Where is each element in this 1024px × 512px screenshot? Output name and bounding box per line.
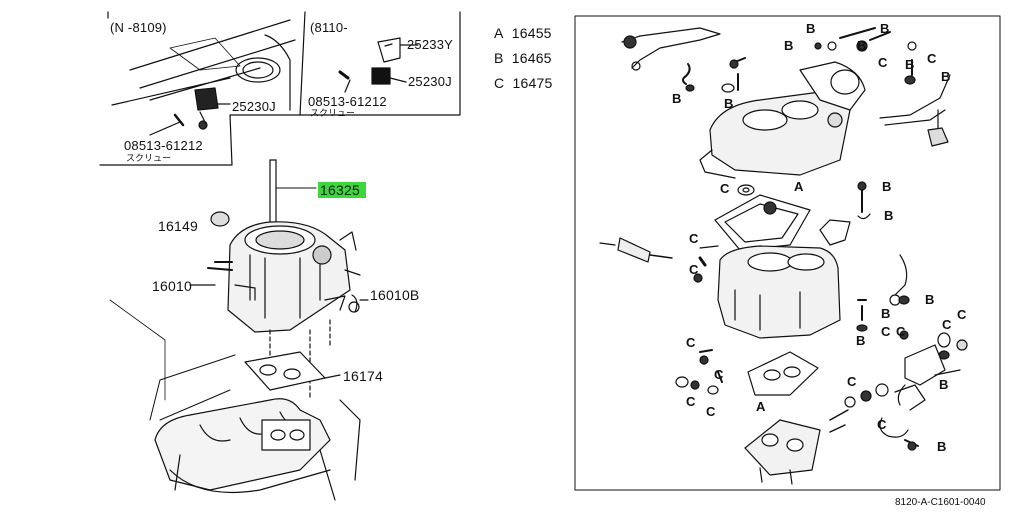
inset-left-screw-caption: スクリュー [126, 154, 172, 164]
inset-left-part-label: 25230J [232, 99, 276, 114]
kit-letter-b: B [939, 377, 949, 392]
inset-left-model-range: (N -8109) [110, 20, 167, 35]
part-16010b-label: 16010B [370, 287, 420, 303]
kit-letter-b: B [806, 21, 816, 36]
manifold-drawing [109, 299, 361, 501]
inset-left-drawing [111, 19, 296, 136]
part-16325-label[interactable]: 16325 [318, 182, 366, 198]
kit-letter-b: B [884, 208, 894, 223]
inset-right-model-range: (8110- [310, 20, 348, 35]
kit-letter-c: C [881, 324, 891, 339]
kit-letter-c: C [686, 394, 696, 409]
kit-letter-c: C [877, 417, 887, 432]
part-16174-label: 16174 [343, 368, 383, 384]
kit-letter-c: C [689, 231, 699, 246]
kit-letter-c: C [686, 335, 696, 350]
inset-right-part-a-label: 25233Y [407, 37, 454, 52]
kit-letter-b: B [857, 38, 867, 53]
kit-letter-b: B [937, 439, 947, 454]
kit-letter-c: C [689, 262, 699, 277]
kit-letter-a: A [794, 179, 804, 194]
inset-right-part-b-label: 25230J [408, 74, 452, 89]
legend-a: A 16455 [494, 25, 552, 41]
kit-letter-b: B [856, 333, 866, 348]
inset-right-screw-part-label: 08513-61212 [308, 94, 387, 109]
kit-letter-c: C [714, 367, 724, 382]
kit-letter-b: B [881, 306, 891, 321]
kit-letter-c: C [847, 374, 857, 389]
kit-letter-c: C [927, 51, 937, 66]
inset-right-screw-caption: スクリュー [310, 109, 356, 119]
kit-letter-b: B [925, 292, 935, 307]
part-16010-label: 16010 [152, 278, 192, 294]
exploded-view-drawing [599, 27, 968, 485]
legend-c: C 16475 [494, 75, 553, 91]
inset-left-screw-part-label: 08513-61212 [124, 138, 203, 153]
kit-letter-c: C [706, 404, 716, 419]
part-16325-highlight[interactable]: 16325 [318, 182, 366, 198]
kit-letter-a: A [756, 399, 766, 414]
kit-letter-c: C [896, 324, 906, 339]
legend-b: B 16465 [494, 50, 552, 66]
kit-letter-b: B [882, 179, 892, 194]
kit-letter-b: B [724, 96, 734, 111]
kit-letter-b: B [880, 21, 890, 36]
kit-letter-b: B [941, 69, 951, 84]
kit-letter-b: B [905, 57, 915, 72]
inset-right-drawing [338, 37, 419, 93]
kit-letter-c: C [942, 317, 952, 332]
kit-letter-c: C [720, 181, 730, 196]
kit-letter-b: B [672, 91, 682, 106]
figure-code: 8120-A-C1601-0040 [895, 497, 986, 508]
part-16149-label: 16149 [158, 218, 198, 234]
carburetor-assembly-drawing [189, 159, 369, 401]
kit-letter-c: C [957, 307, 967, 322]
kit-frame [574, 15, 1001, 491]
inset-frame [99, 11, 461, 166]
kit-letter-b: B [784, 38, 794, 53]
kit-letter-c: C [878, 55, 888, 70]
